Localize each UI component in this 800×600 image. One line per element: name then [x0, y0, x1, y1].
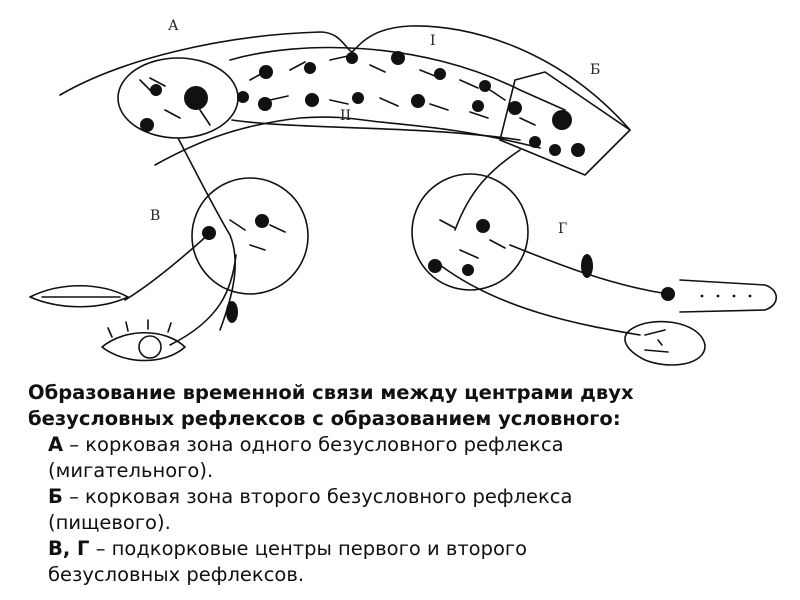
caption-title-line2: безусловных рефлексов с образованием усл…	[28, 407, 621, 430]
label-g: Г	[558, 221, 567, 237]
salivary-gland-icon	[624, 320, 706, 366]
caption-key-a: А	[48, 433, 64, 456]
cortex-outline	[59, 25, 631, 131]
zone-b-box	[499, 71, 631, 176]
caption-item-a: А – корковая зона одного безусловного ре…	[28, 432, 788, 458]
caption-key-vg: В, Г	[48, 537, 90, 560]
caption-title-line1: Образование временной связи между центра…	[28, 381, 634, 404]
caption-item-b-cont: (пищевого).	[48, 511, 171, 534]
zone-a-circle	[117, 57, 239, 139]
band-ii	[231, 119, 521, 141]
caption-key-b: Б	[48, 485, 63, 508]
caption: Образование временной связи между центра…	[28, 380, 788, 588]
nerve-to-eye	[169, 254, 237, 346]
label-b: Б	[590, 62, 600, 78]
label-a: А	[168, 18, 179, 34]
reflex-arc-diagram: А Б В Г I II	[29, 18, 778, 366]
neuron-dots	[140, 51, 675, 323]
eyelid-icon	[29, 285, 129, 308]
tract-left	[177, 137, 236, 331]
caption-text-b: – корковая зона второго безусловного реф…	[62, 485, 573, 508]
label-ii: II	[340, 108, 351, 124]
label-i: I	[430, 33, 436, 49]
caption-text-vg: – подкорковые центры первого и второго	[89, 537, 528, 560]
caption-item-a-cont: (мигательного).	[48, 459, 214, 482]
tract-right	[454, 149, 521, 231]
caption-item-vg: В, Г – подкорковые центры первого и втор…	[28, 536, 788, 562]
caption-text-a: – корковая зона одного безусловного рефл…	[63, 433, 564, 456]
nerve-to-eyelid	[124, 232, 211, 301]
cortex-inner-edge	[154, 116, 541, 166]
center-v-circle	[191, 177, 309, 295]
food-tube-icon	[679, 279, 778, 313]
eye-icon	[101, 331, 186, 362]
caption-item-b: Б – корковая зона второго безусловного р…	[28, 484, 788, 510]
label-v: В	[150, 208, 160, 224]
caption-item-vg-cont: безусловных рефлексов.	[48, 563, 305, 586]
nerve-to-gland	[439, 264, 641, 336]
center-g-circle	[411, 173, 529, 291]
band-i	[229, 46, 566, 111]
